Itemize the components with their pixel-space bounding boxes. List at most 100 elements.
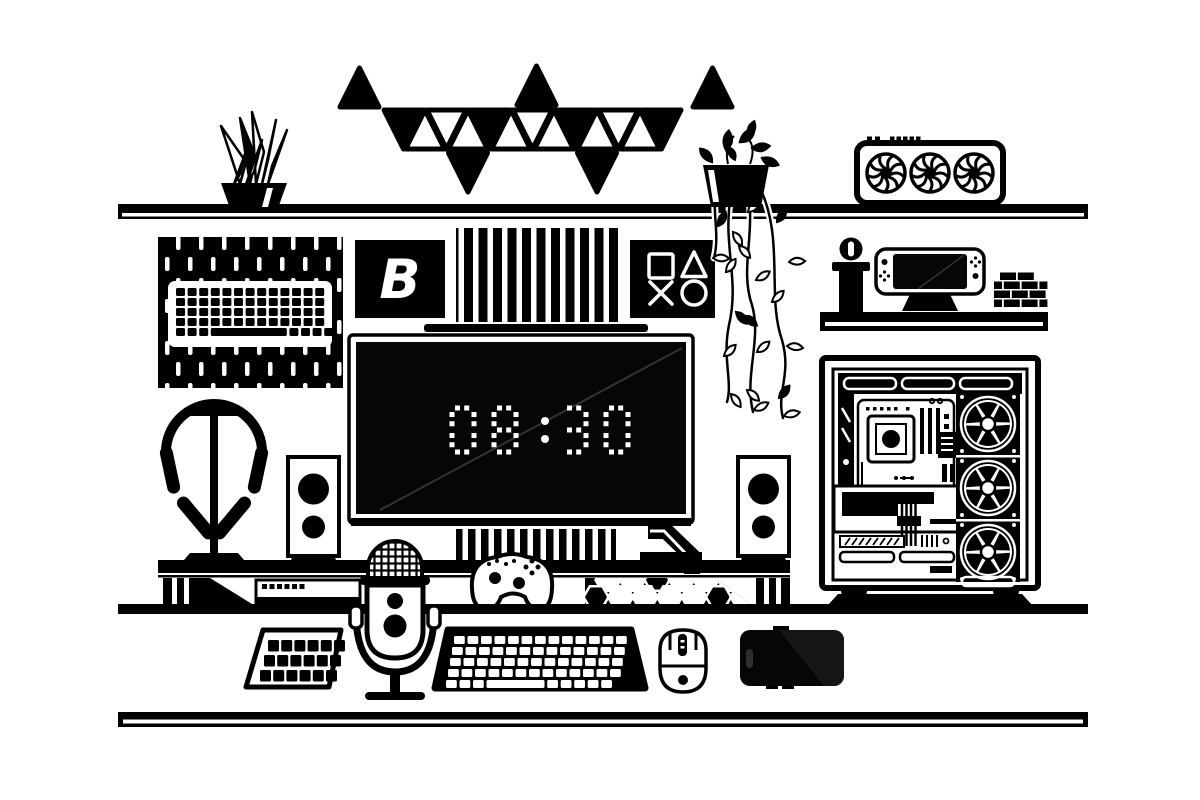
key <box>222 288 232 296</box>
vine-leaf <box>774 383 794 401</box>
key <box>292 288 301 296</box>
key <box>446 680 457 688</box>
gpu-block <box>842 504 898 516</box>
fan-blade <box>888 162 903 174</box>
left-speaker <box>286 455 341 558</box>
fan-blade <box>961 173 973 188</box>
psu-vent <box>839 535 905 548</box>
fan-screw <box>960 523 964 527</box>
fan-blade <box>993 469 1010 487</box>
plant-pot <box>221 183 287 211</box>
fan-screw <box>960 513 964 517</box>
brick <box>994 299 1002 307</box>
key <box>280 298 290 306</box>
brick <box>1039 299 1048 307</box>
case-fan-column <box>956 392 1020 588</box>
key <box>519 647 531 655</box>
speaker-woofer <box>748 473 779 505</box>
vine-leaf <box>787 253 807 270</box>
monitor-chin <box>351 518 691 526</box>
key <box>463 658 475 666</box>
fan-blade <box>971 175 978 192</box>
key <box>560 647 571 655</box>
key <box>569 669 581 677</box>
mobo-hole <box>936 397 944 405</box>
key <box>574 680 585 688</box>
earcup-pad <box>212 496 252 540</box>
case-fans <box>956 395 1020 581</box>
pedestal-cap <box>832 262 870 271</box>
hanging-pot-highlight <box>708 170 719 202</box>
key <box>234 288 243 296</box>
key <box>199 308 209 316</box>
speaker-woofer <box>298 473 329 505</box>
key <box>292 308 301 316</box>
playstation-poster <box>630 240 715 318</box>
key <box>475 669 486 677</box>
triangle-icon <box>680 250 708 279</box>
phone-button <box>773 626 789 632</box>
switch-screen <box>893 254 967 289</box>
key <box>210 318 220 326</box>
key <box>481 636 492 644</box>
earcup <box>247 446 269 494</box>
key <box>210 288 220 296</box>
snake-plant-leaves <box>219 110 289 186</box>
fan-hub <box>979 415 997 433</box>
key <box>326 670 337 682</box>
key <box>281 640 293 652</box>
key <box>199 288 209 296</box>
square-icon <box>647 252 675 280</box>
vine-leaf <box>752 400 771 413</box>
microphone <box>348 539 442 700</box>
pc-tower <box>819 355 1041 605</box>
hex-tile <box>585 584 610 604</box>
key <box>320 640 332 652</box>
pot-leaf <box>726 145 737 162</box>
case-gpu <box>832 484 974 546</box>
fan-blade <box>993 405 1010 423</box>
case-top-vents <box>838 373 1022 394</box>
key <box>273 670 285 682</box>
key <box>585 658 596 666</box>
key <box>596 669 608 677</box>
hex-tile <box>631 584 659 604</box>
key <box>486 680 545 688</box>
key <box>529 669 540 677</box>
fan-blade <box>955 170 972 179</box>
fan-blade <box>977 530 998 546</box>
fan-blade <box>978 558 999 574</box>
key <box>454 636 465 644</box>
leg-stripe <box>172 578 177 604</box>
fan-hub <box>979 543 997 561</box>
fan-blade <box>976 162 991 174</box>
fan-blade <box>869 163 885 172</box>
psu-area <box>838 535 956 573</box>
drive-slot <box>898 550 956 564</box>
wheel-notch <box>680 646 685 649</box>
vent-hatch <box>844 537 900 546</box>
fan-ring <box>959 459 1017 517</box>
fan-blade <box>993 552 1010 571</box>
key <box>614 647 625 655</box>
fan-blade <box>993 488 1010 507</box>
key <box>268 308 278 316</box>
pot-stem <box>725 135 754 165</box>
key <box>245 318 255 326</box>
phone-button <box>782 684 794 689</box>
right-speaker <box>736 455 791 558</box>
bench-drawer <box>254 578 362 606</box>
key <box>450 658 461 666</box>
fan-blade <box>966 155 976 171</box>
fan-screw <box>960 449 964 453</box>
key <box>544 658 556 666</box>
key <box>492 647 504 655</box>
keyboard-wall-art <box>158 237 343 388</box>
speaker-cabinet <box>286 455 341 558</box>
key <box>542 669 554 677</box>
key <box>515 669 527 677</box>
key <box>286 670 298 682</box>
fan-hub <box>970 169 978 177</box>
key <box>268 640 279 652</box>
key <box>199 328 209 336</box>
